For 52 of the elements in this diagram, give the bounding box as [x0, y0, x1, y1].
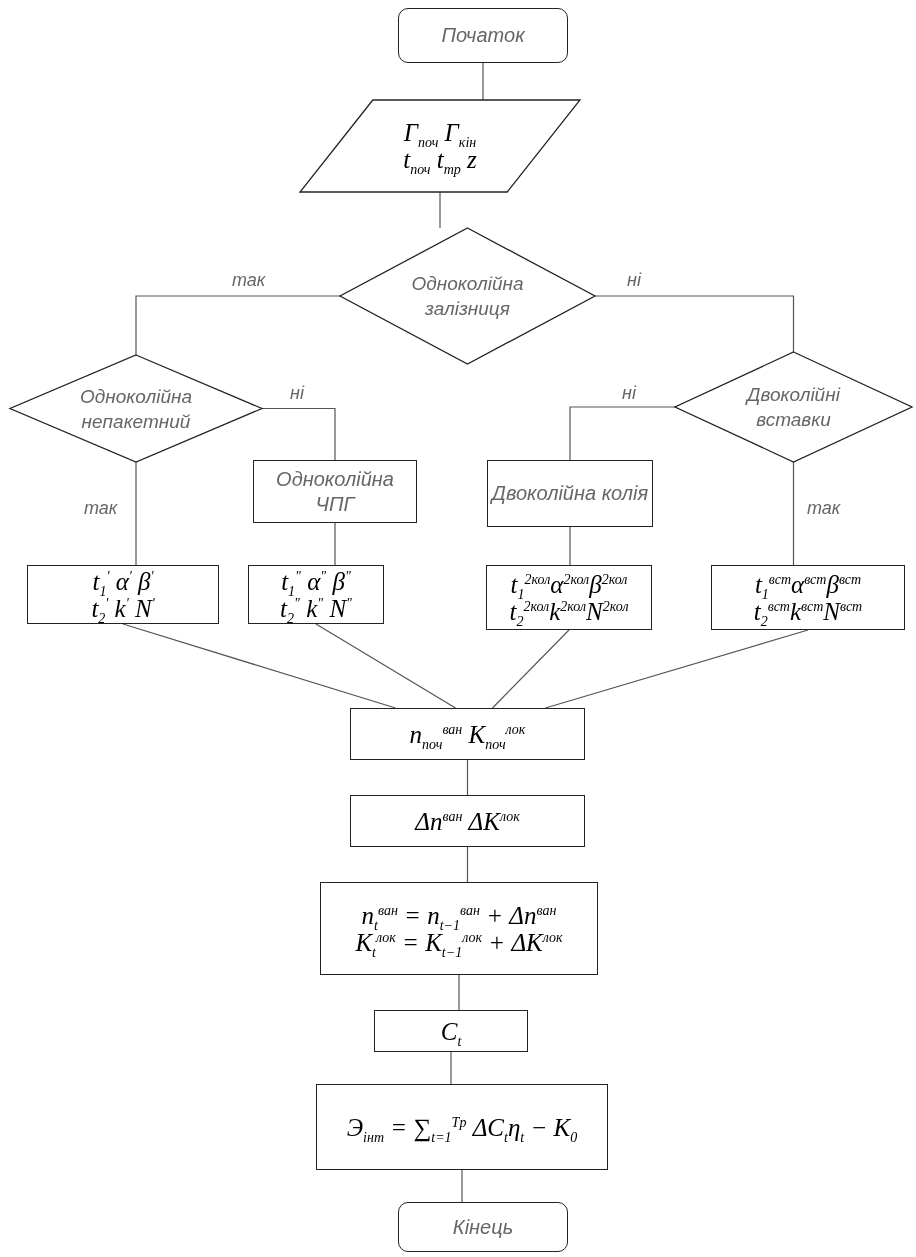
node-text: Одноколійна ЧПГ	[275, 466, 395, 517]
formula: Γ$_{поч}$ Γ$_{кін}$	[403, 119, 477, 146]
terminal-box	[398, 8, 568, 63]
formula-box	[320, 882, 598, 975]
connector-line	[466, 846, 469, 883]
formula-box	[711, 565, 905, 630]
connector-line	[461, 1169, 463, 1203]
node-text: Початок	[441, 23, 525, 48]
formula-box	[350, 795, 585, 847]
formula: n$_{t}$$^{ван}$ = n$_{t−1}$$^{ван}$ + Δn$^{ван}$	[361, 901, 557, 929]
formula-box	[486, 565, 652, 630]
decision-diamond	[10, 355, 262, 462]
connector-line	[458, 974, 460, 1011]
connector-line	[792, 461, 795, 566]
formula-box	[374, 1010, 528, 1052]
formula: Э$_{інт}$ = ∑$_{t=1}$$^{Tp}$ ΔC$_{t}$η$_{t}$ − K$_{0}$	[346, 1113, 578, 1141]
connector-line	[135, 461, 137, 566]
connector-line	[315, 623, 457, 709]
formula-box	[27, 565, 219, 624]
node-text: Одноколійна непакетний	[79, 384, 193, 434]
connector-line	[594, 295, 795, 353]
formula: t$_{1}$$^{вст}$α$^{вст}$β$^{вст}$	[754, 570, 862, 598]
terminal-box	[398, 1202, 568, 1252]
node-text: Двоколійна колія	[491, 481, 649, 506]
connector-line	[135, 295, 341, 356]
input-parallelogram	[300, 100, 580, 192]
formula-box	[248, 565, 384, 624]
formula: C$_{t}$	[440, 1017, 462, 1045]
process-box	[253, 460, 417, 523]
node-text: Двоколійні вставки	[744, 383, 842, 432]
formula: t$_{1}$$^{'}$ α$^{'}$ β$^{'}$	[92, 567, 154, 595]
connector-line	[450, 1051, 452, 1085]
connector-line	[569, 406, 676, 461]
connector-line	[491, 629, 570, 709]
connector-line	[334, 522, 336, 566]
connector-line	[261, 407, 336, 461]
formula-box	[316, 1084, 608, 1170]
node-text: Кінець	[452, 1214, 514, 1240]
connector-line	[569, 526, 571, 566]
decision-diamond	[340, 228, 595, 364]
connector-line	[122, 623, 397, 709]
formula: t$_{1}$$^{"}$ α$^{"}$ β$^{"}$	[281, 567, 351, 595]
decision-diamond	[675, 352, 912, 462]
connector-line	[466, 759, 469, 796]
connector-line	[544, 629, 809, 709]
formula-box	[350, 708, 585, 760]
process-box	[487, 460, 653, 527]
connector-line	[439, 191, 441, 229]
formula: t$_{1}$$^{2кол}$α$^{2кол}$β$^{2кол}$	[510, 570, 628, 598]
connector-line	[482, 62, 484, 101]
formula: Δn$^{ван}$ ΔK$^{лок}$	[415, 807, 520, 835]
node-text: Одноколійна залізниця	[410, 272, 525, 321]
